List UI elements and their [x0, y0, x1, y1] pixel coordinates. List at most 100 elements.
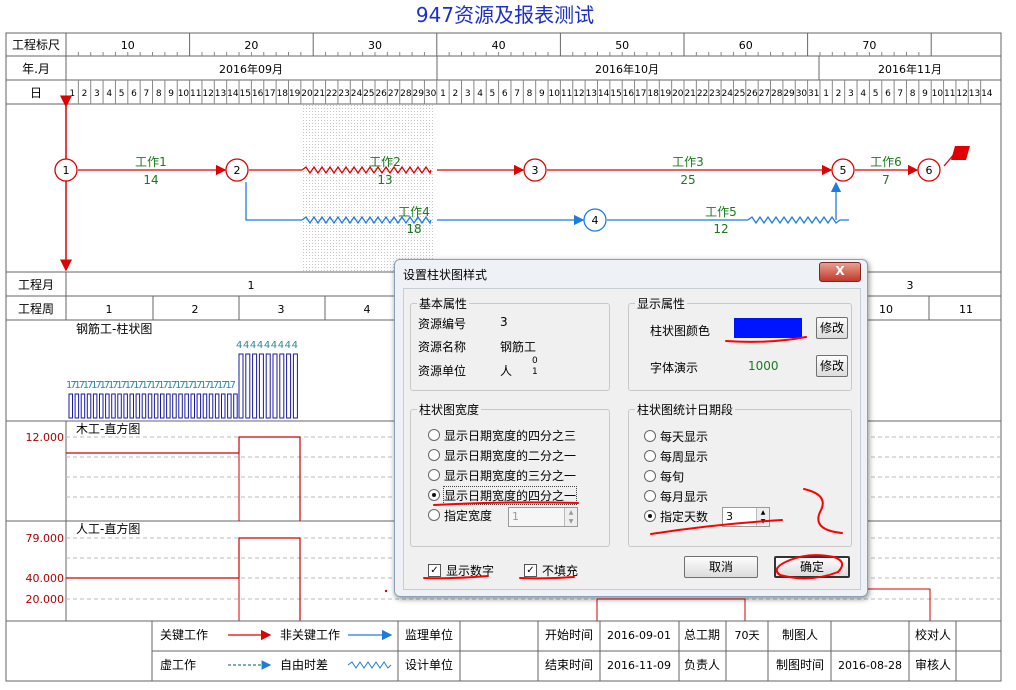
- steel-bar: [92, 393, 98, 419]
- width-option-radio[interactable]: [428, 429, 440, 441]
- bar-color-label: 柱状图颜色: [650, 324, 711, 338]
- day-cell: 4: [860, 89, 866, 99]
- modify-font-button[interactable]: 修改: [816, 355, 848, 377]
- stat-period-group: 柱状图统计日期段: [628, 401, 852, 547]
- steel-bar: [184, 393, 189, 419]
- width-option-label[interactable]: 显示日期宽度的三分之一: [444, 469, 577, 483]
- day-cell: 12: [202, 89, 213, 99]
- day-cell: 27: [759, 89, 770, 99]
- day-cell: 9: [168, 89, 174, 99]
- day-cell: 10: [548, 89, 560, 99]
- proj-week-cell: 10: [879, 303, 893, 316]
- wood-chart-title: 木工-直方图: [76, 421, 140, 436]
- stat-period-legend: 柱状图统计日期段: [637, 403, 734, 417]
- day-cell: 16: [252, 89, 264, 99]
- steel-bar: [286, 353, 292, 419]
- day-cell: 7: [143, 89, 149, 99]
- width-option-label[interactable]: 指定宽度: [444, 509, 493, 523]
- day-cell: 17: [264, 89, 275, 99]
- day-cell: 15: [610, 89, 621, 99]
- labor-y-label: 40.000: [26, 572, 65, 585]
- footer-make-time-label: 制图时间: [776, 658, 824, 672]
- network-node: 5: [831, 158, 855, 182]
- day-cell: 22: [326, 89, 337, 99]
- legend-noncritical: 非关键工作: [280, 628, 340, 642]
- no-fill-checkbox[interactable]: ✓: [524, 564, 537, 577]
- steel-bar: [99, 393, 104, 419]
- month-label-nov: 2016年11月: [878, 62, 942, 76]
- footer-reviewer-label: 审核人: [915, 657, 951, 672]
- footer-make-time-value: 2016-08-28: [838, 659, 902, 672]
- wood-y-label: 12.000: [26, 431, 65, 444]
- month-label-sep: 2016年09月: [219, 62, 283, 76]
- close-button[interactable]: X: [819, 262, 861, 282]
- period-option-radio[interactable]: [644, 430, 656, 442]
- steel-bar: [147, 393, 153, 419]
- day-cell: 1: [69, 89, 75, 99]
- day-cell: 25: [734, 89, 745, 99]
- period-option-radio[interactable]: [644, 490, 656, 502]
- day-cell: 2: [836, 89, 842, 99]
- show-number-checkbox[interactable]: ✓: [428, 564, 441, 577]
- day-cell: 9: [922, 89, 928, 99]
- svg-text:2: 2: [234, 164, 241, 177]
- show-number-label[interactable]: 显示数字: [446, 564, 495, 578]
- day-cell: 21: [684, 89, 695, 99]
- period-option-label[interactable]: 指定天数: [660, 510, 709, 524]
- day-cell: 8: [156, 89, 162, 99]
- basic-props-legend: 基本属性: [419, 297, 468, 311]
- work-name: 工作6: [870, 155, 902, 169]
- day-cell: 27: [388, 89, 399, 99]
- day-cell: 1: [440, 89, 446, 99]
- steel-bar: [265, 353, 271, 419]
- day-cell: 6: [131, 89, 137, 99]
- work-duration: 13: [377, 173, 392, 187]
- no-fill-label[interactable]: 不填充: [542, 564, 579, 578]
- steel-bar: [74, 393, 80, 419]
- footer-maker-label: 制图人: [782, 628, 818, 642]
- day-cell: 12: [956, 89, 967, 99]
- steel-bar: [238, 353, 244, 419]
- day-cell: 17: [635, 89, 646, 99]
- legend-free-float: 自由时差: [280, 658, 328, 672]
- width-option-label[interactable]: 显示日期宽度的四分之三: [444, 429, 577, 443]
- period-option-radio-selected[interactable]: [644, 510, 656, 522]
- width-option-label[interactable]: 显示日期宽度的二分之一: [444, 449, 577, 463]
- width-option-radio-selected[interactable]: [428, 489, 440, 501]
- resource-code-label: 资源编号: [418, 317, 467, 331]
- period-option-label[interactable]: 每周显示: [660, 450, 709, 464]
- modify-color-button[interactable]: 修改: [816, 317, 848, 339]
- day-cell: 19: [289, 89, 301, 99]
- steel-bar: [166, 393, 171, 419]
- work-name: 工作1: [135, 155, 167, 169]
- labor-y-label: 79.000: [26, 532, 65, 545]
- period-option-radio[interactable]: [644, 470, 656, 482]
- svg-text:5: 5: [840, 164, 847, 177]
- month-label-oct: 2016年10月: [595, 62, 659, 76]
- day-cell: 9: [539, 89, 545, 99]
- period-option-label[interactable]: 每月显示: [660, 490, 709, 504]
- day-cell: 22: [697, 89, 708, 99]
- width-option-radio[interactable]: [428, 449, 440, 461]
- width-option-radio[interactable]: [428, 469, 440, 481]
- steel-bar: [105, 393, 110, 419]
- day-cell: 5: [490, 89, 496, 99]
- width-option-label[interactable]: 显示日期宽度的四分之一: [442, 486, 578, 505]
- proj-month-cell: 1: [248, 279, 255, 292]
- steel-bar: [258, 353, 264, 419]
- steel-bar: [190, 393, 195, 419]
- period-option-label[interactable]: 每旬: [660, 470, 685, 484]
- ok-button[interactable]: 确定: [774, 556, 850, 578]
- width-option-radio[interactable]: [428, 509, 440, 521]
- scale-tick-label: 20: [244, 39, 258, 52]
- scale-tick-label: 10: [121, 39, 135, 52]
- custom-width-stepper[interactable]: 1▲▼: [508, 507, 578, 527]
- ym-label: 年.月: [22, 62, 50, 76]
- day-cell: 2: [452, 89, 458, 99]
- period-option-radio[interactable]: [644, 450, 656, 462]
- cancel-button[interactable]: 取消: [684, 556, 758, 578]
- period-option-label[interactable]: 每天显示: [660, 430, 709, 444]
- day-cell: 26: [375, 89, 387, 99]
